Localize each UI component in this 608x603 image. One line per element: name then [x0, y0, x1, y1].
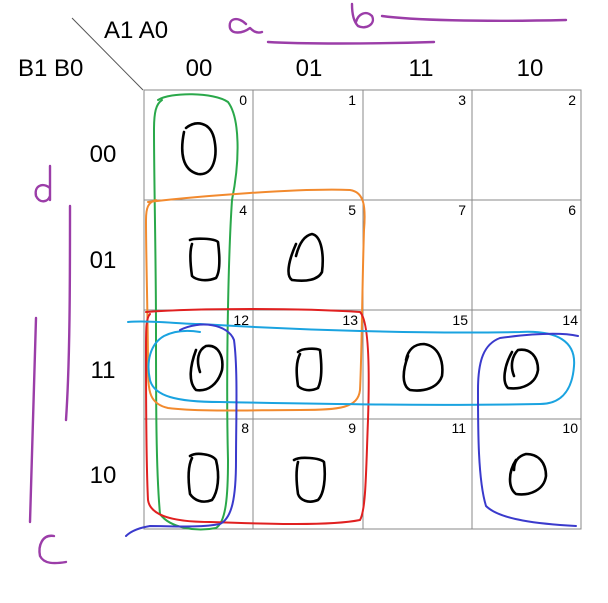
group-loop-green — [152, 93, 239, 531]
cell-index: 15 — [452, 312, 468, 328]
col-header-11: 11 — [409, 55, 434, 82]
cell-index: 8 — [241, 420, 249, 436]
group-loop-orange — [144, 188, 366, 412]
annotation-a-underline — [266, 40, 436, 45]
col-header-01: 01 — [296, 55, 323, 82]
corner-row-label: B1 B0 — [18, 55, 83, 82]
annotation-d-mark — [34, 164, 52, 203]
cell-index: 6 — [568, 202, 576, 218]
annotation-d-bar — [64, 204, 72, 422]
cell-indices: 0 1 3 2 4 5 7 6 12 13 15 14 8 9 11 10 — [233, 92, 578, 436]
corner-col-label: A1 A0 — [104, 17, 168, 44]
zero-mark — [287, 232, 324, 283]
zero-mark — [180, 122, 217, 176]
col-header-10: 10 — [517, 55, 544, 82]
cell-index: 3 — [458, 92, 466, 108]
cell-index: 2 — [568, 92, 576, 108]
group-loop-darkblue-right — [476, 332, 579, 527]
cell-index: 4 — [239, 202, 247, 218]
kmap-grid — [143, 89, 582, 530]
zero-mark — [508, 452, 548, 496]
row-header-00: 00 — [90, 141, 117, 168]
cell-index: 12 — [233, 312, 249, 328]
col-header-00: 00 — [186, 55, 213, 82]
variable-annotations — [28, 2, 568, 565]
row-header-01: 01 — [90, 247, 117, 274]
annotation-c-mark — [38, 534, 68, 565]
zero-mark — [402, 342, 444, 392]
row-header-11: 11 — [91, 357, 116, 384]
corner-diagonal — [71, 17, 144, 91]
zero-mark — [292, 456, 327, 503]
cell-index: 14 — [562, 312, 578, 328]
cell-values — [180, 122, 548, 503]
zero-mark — [503, 348, 540, 390]
group-loop-red — [145, 308, 370, 525]
group-loop-lightblue — [127, 320, 576, 406]
annotation-c-bar — [28, 316, 38, 524]
zero-mark — [189, 344, 224, 392]
cell-index: 11 — [451, 420, 466, 436]
cell-index: 10 — [562, 420, 578, 436]
cell-index: 0 — [239, 92, 247, 108]
zero-mark — [295, 347, 323, 392]
cell-index: 5 — [348, 202, 356, 218]
zero-mark — [188, 237, 221, 282]
cell-index: 9 — [348, 420, 356, 436]
annotation-b-underline — [380, 14, 568, 22]
zero-mark — [187, 452, 220, 503]
grouping-loops — [125, 93, 579, 537]
row-header-10: 10 — [90, 462, 117, 489]
annotation-b-mark — [350, 2, 375, 29]
annotation-a-mark — [228, 17, 264, 34]
cell-index: 13 — [342, 312, 358, 328]
cell-index: 1 — [348, 92, 356, 108]
group-loop-darkblue-left — [125, 323, 238, 537]
cell-index: 7 — [458, 202, 466, 218]
